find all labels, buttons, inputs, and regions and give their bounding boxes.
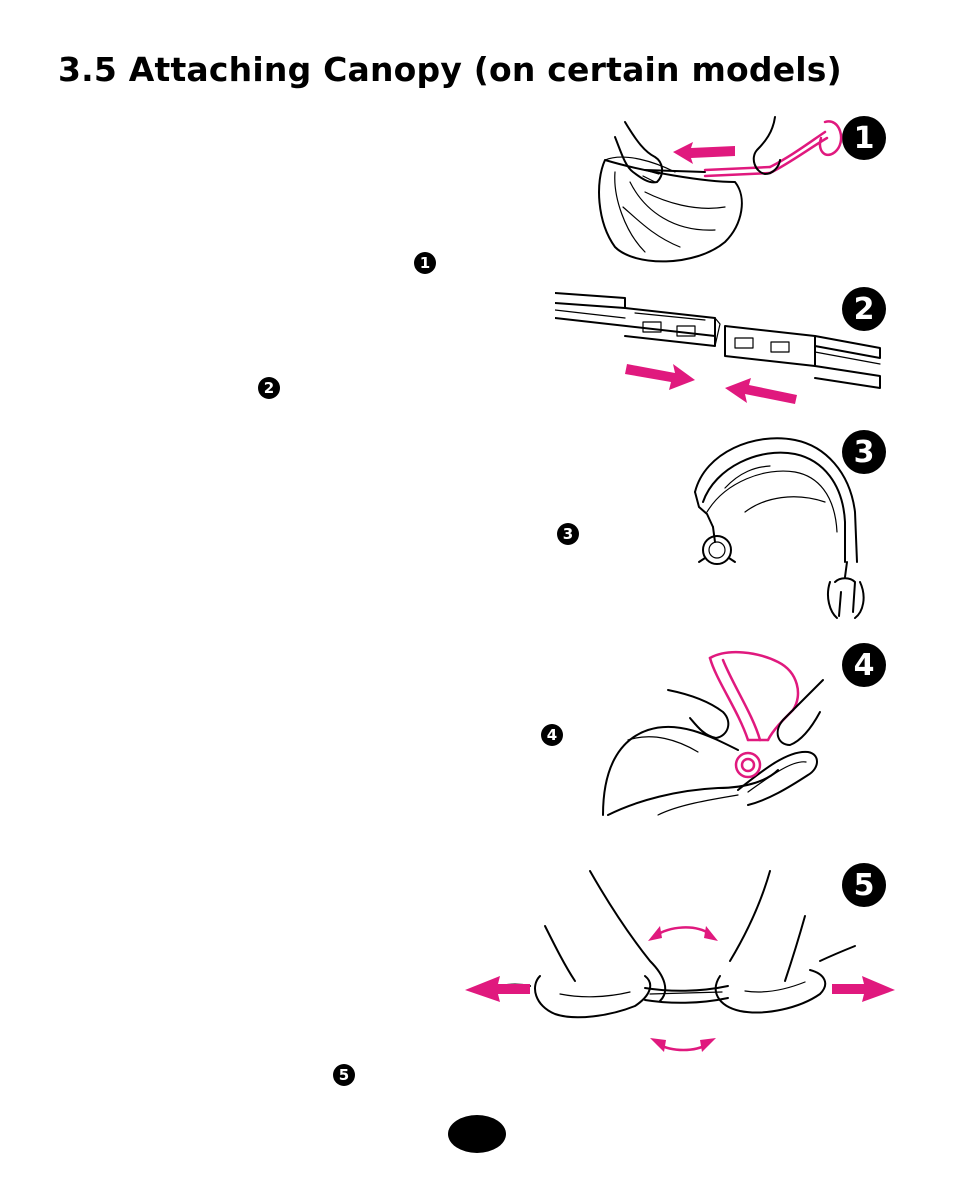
figure-5-tension-rod <box>465 870 895 1052</box>
figure-1-canopy-insert-rod <box>598 116 843 263</box>
step-2-ref-marker: 2 <box>258 377 280 399</box>
figure-3-marker: 3 <box>842 430 886 474</box>
figure-2-marker: 2 <box>842 287 886 331</box>
step-5-ref-marker: 5 <box>333 1064 355 1086</box>
step-3-ref-marker: 3 <box>557 523 579 545</box>
figure-3-canopy-frame <box>694 437 865 619</box>
page-title: 3.5 Attaching Canopy (on certain models) <box>58 50 842 89</box>
figure-4-attach-to-seat <box>602 651 824 816</box>
figure-5-marker: 5 <box>842 863 886 907</box>
step-1-ref-marker: 1 <box>414 252 436 274</box>
figure-2-rod-halves-join <box>555 292 881 404</box>
page-number <box>448 1115 506 1153</box>
page-number-badge <box>448 1115 506 1153</box>
step-4-ref-marker: 4 <box>541 724 563 746</box>
figure-1-marker: 1 <box>842 116 886 160</box>
figure-4-marker: 4 <box>842 643 886 687</box>
